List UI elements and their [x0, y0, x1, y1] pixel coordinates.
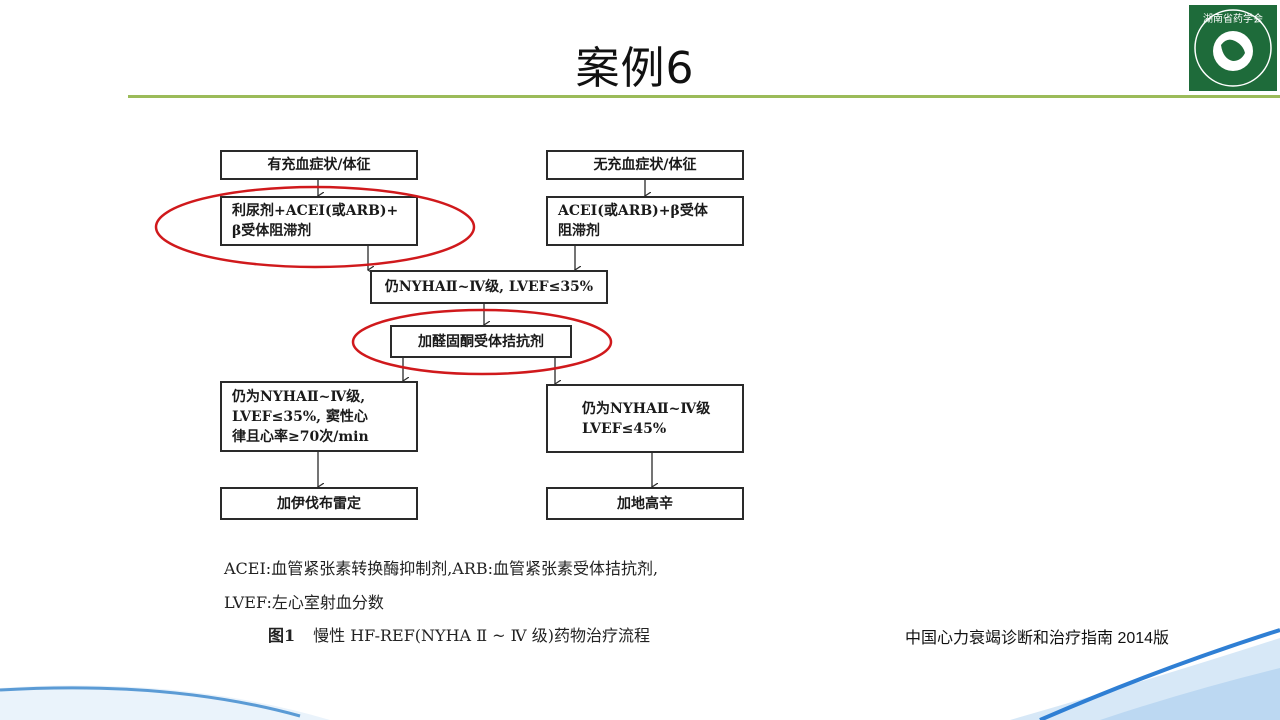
node-add-ivabradine: 加伊伐布雷定 — [220, 487, 418, 520]
node-still-nyha: 仍NYHAⅡ~Ⅳ级, LVEF≤35% — [370, 270, 608, 304]
node-still-nyha-sinus: 仍为NYHAⅡ~Ⅳ级, LVEF≤35%, 窦性心 律且心率≥70次/min — [220, 381, 418, 452]
node-add-aldosterone-antagonist: 加醛固酮受体拮抗剂 — [390, 325, 572, 358]
abbreviation-note-line2: LVEF:左心室射血分数 — [224, 593, 384, 612]
node-diuretic-regimen: 利尿剂+ACEI(或ARB)+ β受体阻滞剂 — [220, 196, 418, 246]
association-logo: 湖南省药学会 — [1189, 5, 1277, 91]
highlight-ellipse-diuretic — [154, 185, 476, 269]
figure-title-text: 慢性 HF-REF(NYHA Ⅱ ~ Ⅳ 级)药物治疗流程 — [313, 626, 650, 645]
title-divider — [128, 95, 1280, 98]
node-add-digoxin: 加地高辛 — [546, 487, 744, 520]
abbreviation-note-line1: ACEI:血管紧张素转换酶抑制剂,ARB:血管紧张素受体拮抗剂, — [224, 559, 659, 578]
node-still-nyha-lvef45: 仍为NYHAⅡ~Ⅳ级 LVEF≤45% — [546, 384, 744, 453]
node-without-congestion: 无充血症状/体征 — [546, 150, 744, 180]
logo-text: 湖南省药学会 — [1203, 12, 1263, 25]
highlight-ellipse-aldosterone — [351, 308, 613, 376]
figure-number: 图1 — [268, 626, 296, 645]
node-with-congestion: 有充血症状/体征 — [220, 150, 418, 180]
source-citation: 中国心力衰竭诊断和治疗指南 2014版 — [905, 630, 1170, 647]
figure-title: 图1 慢性 HF-REF(NYHA Ⅱ ~ Ⅳ 级)药物治疗流程 — [268, 622, 650, 646]
node-no-diuretic-regimen: ACEI(或ARB)+β受体 阻滞剂 — [546, 196, 744, 246]
slide-title: 案例6 — [575, 43, 695, 94]
